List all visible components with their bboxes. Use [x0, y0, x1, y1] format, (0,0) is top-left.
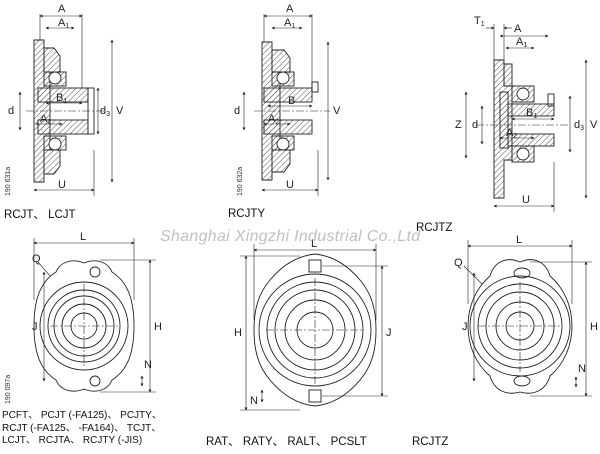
dim-label-b1: B1: [526, 107, 537, 120]
dim-label-h: H: [234, 327, 242, 339]
caption-rcjtz-bottom: RCJTZ: [412, 436, 449, 448]
dim-label-d3: d3: [100, 105, 110, 118]
dim-label-a: A: [286, 3, 294, 15]
caption-line: PCFT、 PCJT (-FA125)、 PCJTY、: [2, 410, 162, 421]
dim-label-a1: A1: [58, 17, 69, 30]
section-view-rcjty: [242, 14, 330, 196]
dim-label-l: L: [80, 231, 86, 243]
front-view-pcft: [33, 238, 156, 393]
caption-rcjtz-top: RCJTZ: [416, 222, 453, 234]
caption-rcjt-lcjt: RCJT、 LCJT: [4, 209, 76, 221]
dim-label-z: Z: [455, 119, 462, 131]
caption-rat-group: RAT、 RATY、 RALT、 PCSLT: [206, 436, 367, 448]
dim-label-v: V: [116, 105, 124, 117]
caption-rcjty: RCJTY: [228, 208, 266, 220]
dim-label-q: Q: [32, 253, 41, 265]
section-view-rcjtz: [464, 24, 588, 212]
dim-label-a: A: [58, 3, 66, 15]
dim-label-u: U: [286, 179, 294, 191]
dim-label-l: L: [311, 238, 317, 250]
dim-label-j: J: [386, 327, 392, 339]
dim-label-v: V: [590, 119, 598, 131]
dim-label-j: J: [32, 321, 38, 333]
dim-label-n: N: [578, 363, 586, 375]
section-view-rcjt: [18, 14, 114, 196]
dim-label-j: J: [462, 321, 468, 333]
drawing-code: 190 097a: [5, 375, 12, 404]
dim-label-b1: B1: [56, 92, 67, 105]
watermark: Shanghai Xingzhi Industrial Co.,Ltd: [160, 228, 421, 245]
caption-line: RCJT (-FA125、 -FA164)、 TCJT、: [2, 422, 162, 434]
dim-label-b: B: [288, 95, 295, 107]
caption-pcft-group: PCFT、 PCJT (-FA125)、 PCJTY、 RCJT (-FA125…: [2, 410, 162, 448]
dim-label-h: H: [590, 321, 598, 333]
drawing-code: 190 632a: [237, 167, 244, 196]
drawing-code: 190 631a: [5, 167, 12, 196]
dim-label-v: V: [333, 105, 341, 117]
dim-label-l: L: [516, 234, 522, 246]
dim-label-a: A: [514, 23, 522, 35]
front-view-rat: [240, 244, 388, 411]
front-view-rcjtz: [463, 240, 592, 397]
dim-label-q: Q: [454, 257, 463, 269]
dim-label-h: H: [154, 321, 162, 333]
dim-label-a2: A2: [268, 113, 279, 126]
caption-line: LCJT、 RCJTA、 RCJTY (-JIS): [2, 435, 143, 446]
dim-label-n: N: [250, 395, 258, 407]
dim-label-d: d: [472, 119, 478, 131]
dim-label-n: N: [144, 359, 152, 371]
dim-label-a1: A1: [516, 36, 527, 49]
dim-label-a1: A1: [284, 17, 295, 30]
dim-label-a2: A2: [506, 127, 517, 140]
dim-label-t1: T1: [474, 15, 485, 28]
dim-label-d: d: [8, 105, 14, 117]
dim-label-d: d: [234, 105, 240, 117]
dim-label-d3: d3: [574, 119, 584, 132]
dim-label-u: U: [522, 194, 530, 206]
dim-label-u: U: [58, 179, 66, 191]
dim-label-a2: A2: [40, 113, 51, 126]
